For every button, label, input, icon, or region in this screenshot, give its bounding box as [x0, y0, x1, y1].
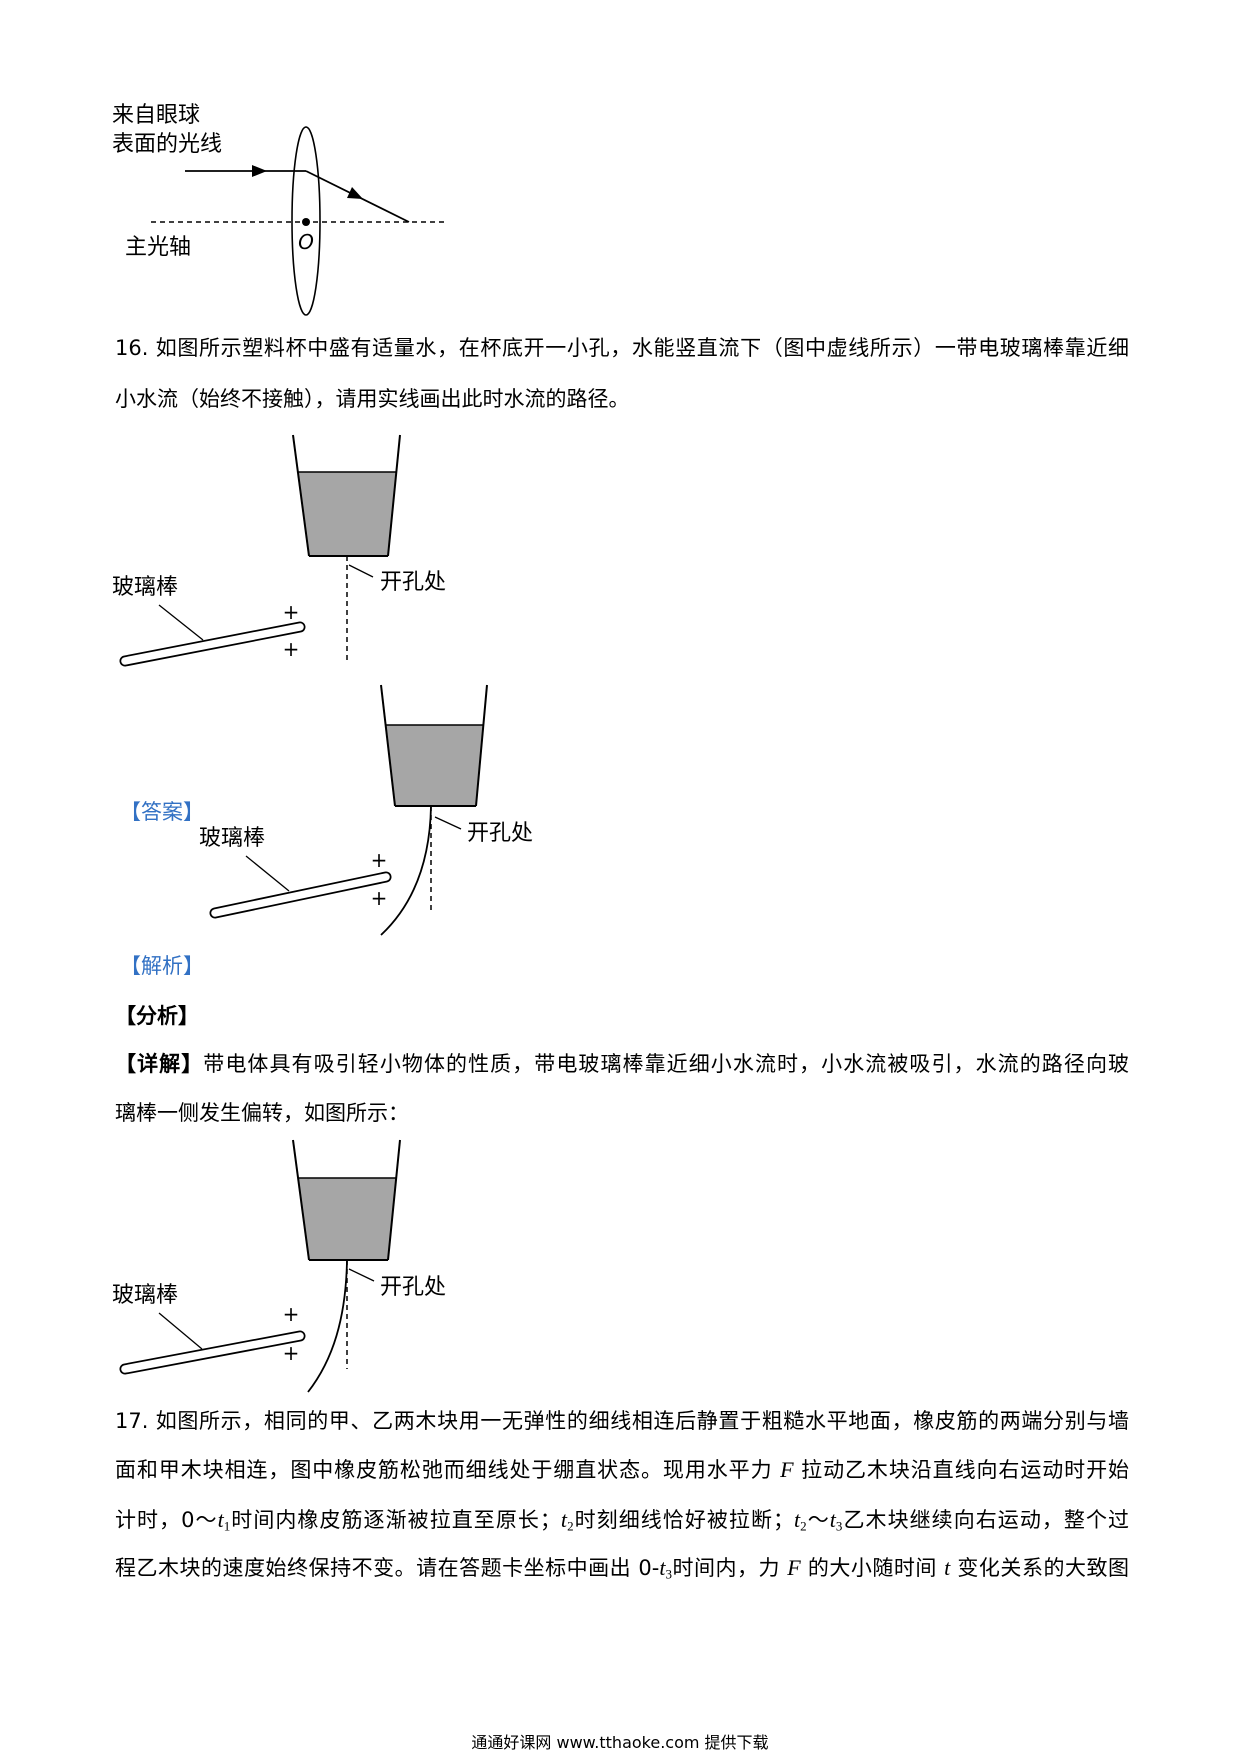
- hole-leader-line: [348, 564, 374, 578]
- variable-symbol: F: [780, 1457, 794, 1482]
- glass-rod-inner: [121, 623, 304, 665]
- subscript: 2: [567, 1518, 574, 1534]
- text-run: 变化关系的大致图: [950, 1556, 1129, 1580]
- cup-right-wall: [475, 684, 488, 807]
- glass-rod-inner: [121, 1332, 304, 1373]
- rod-leader-line: [245, 855, 290, 892]
- explanation-tag: 【解析】: [120, 954, 204, 978]
- rod-label: 玻璃棒: [112, 575, 178, 600]
- refracted-ray-arrowhead: [347, 187, 363, 199]
- lens-figure: 来自眼球 表面的光线 O 主光轴: [112, 103, 448, 316]
- principal-axis-label: 主光轴: [125, 235, 191, 260]
- text-run: ～: [806, 1508, 830, 1532]
- question-17-line-1: 17. 如图所示，相同的甲、乙两木块用一无弹性的细线相连后静置于粗糙水平地面，橡…: [115, 1408, 1129, 1434]
- text-run: 面和甲木块相连，图中橡皮筋松弛而细线处于绷直状态。现用水平力: [115, 1458, 781, 1482]
- bold-heading-tag: 【详解】: [115, 1052, 204, 1076]
- text-run: 16. 如图所示塑料杯中盛有适量水，在杯底开一小孔，水能竖直流下（图中虚线所示）…: [115, 336, 1129, 360]
- text-run: 带电体具有吸引轻小物体的性质，带电玻璃棒靠近细小水流时，小水流被吸引，水流的路径…: [203, 1052, 1130, 1076]
- cup-right-wall: [387, 1139, 401, 1261]
- water: [297, 472, 397, 556]
- optical-center-dot: [302, 218, 310, 226]
- answer-tag: 【答案】: [120, 800, 204, 824]
- question-16-line-1: 16. 如图所示塑料杯中盛有适量水，在杯底开一小孔，水能竖直流下（图中虚线所示）…: [115, 335, 1129, 361]
- text-run: 的大小随时间: [800, 1556, 945, 1580]
- text-run: 拉动乙木块沿直线向右运动时开始: [793, 1458, 1129, 1482]
- water: [385, 725, 484, 806]
- text-run: 时刻细线恰好被拉断；: [573, 1508, 795, 1532]
- variable-symbol: t: [829, 1507, 836, 1532]
- text-run: 计时，0～: [115, 1508, 218, 1532]
- hole-label: 开孔处: [380, 570, 446, 595]
- question-17-line-3: 计时，0～t1时间内橡皮筋逐渐被拉直至原长；t2时刻细线恰好被拉断；t2～t3乙…: [115, 1507, 1129, 1533]
- charge-sign-upper: +: [283, 1302, 300, 1326]
- subscript: 3: [835, 1518, 843, 1534]
- hole-leader-line: [434, 816, 462, 830]
- variable-symbol: t: [794, 1507, 801, 1532]
- optical-center-label: O: [298, 230, 314, 254]
- question-cup-figure: 开孔处 玻璃棒 + +: [112, 434, 446, 667]
- text-run: 时间内橡皮筋逐渐被拉直至原长；: [230, 1508, 561, 1532]
- question-17-line-4: 程乙木块的速度始终保持不变。请在答题卡坐标中画出 0-t3时间内，力 F 的大小…: [115, 1555, 1129, 1581]
- subscript: 3: [665, 1566, 672, 1582]
- question-16-line-2: 小水流（始终不接触），请用实线画出此时水流的路径。: [115, 386, 1129, 412]
- charge-sign-lower: +: [283, 637, 300, 661]
- rod-leader-line: [158, 1312, 203, 1350]
- question-17-line-2: 面和甲木块相连，图中橡皮筋松弛而细线处于绷直状态。现用水平力 F 拉动乙木块沿直…: [115, 1457, 1129, 1483]
- ray-label-line-2: 表面的光线: [112, 132, 222, 157]
- text-run: 璃棒一侧发生偏转，如图所示：: [115, 1101, 409, 1125]
- variable-symbol: t: [217, 1507, 224, 1532]
- text-run: 时间内，力: [671, 1556, 788, 1580]
- variable-symbol: F: [787, 1555, 801, 1580]
- cup-right-wall: [387, 434, 401, 557]
- variable-symbol: t: [944, 1555, 951, 1580]
- deflected-stream-curve: [307, 1259, 348, 1393]
- detail-line-2: 璃棒一侧发生偏转，如图所示：: [115, 1100, 1129, 1126]
- text-run: 17. 如图所示，相同的甲、乙两木块用一无弹性的细线相连后静置于粗糙水平地面，橡…: [115, 1409, 1129, 1433]
- explanation-cup-figure: 开孔处 玻璃棒 + +: [112, 1139, 446, 1393]
- cup-left-wall: [292, 434, 310, 557]
- charge-sign-upper: +: [371, 848, 388, 872]
- glass-rod-inner: [211, 873, 390, 917]
- incident-ray-arrowhead: [252, 165, 267, 177]
- variable-symbol: t: [560, 1507, 568, 1532]
- ray-label-line-1: 来自眼球: [112, 103, 200, 128]
- hole-label: 开孔处: [467, 821, 533, 846]
- page-footer: 通通好课网 www.tthaoke.com 提供下载: [471, 1733, 769, 1752]
- hole-label: 开孔处: [380, 1275, 446, 1300]
- convex-lens: [291, 126, 321, 316]
- text-run: 小水流（始终不接触），请用实线画出此时水流的路径。: [115, 387, 630, 411]
- deflected-stream-curve: [380, 805, 432, 936]
- cup-left-wall: [380, 684, 396, 807]
- rod-leader-line: [158, 604, 204, 641]
- analysis-tag: 【分析】: [115, 1004, 199, 1028]
- rod-label: 玻璃棒: [199, 826, 265, 851]
- answer-cup-figure: 开孔处 玻璃棒 + +: [199, 684, 533, 936]
- charge-sign-lower: +: [371, 886, 388, 910]
- rod-label: 玻璃棒: [112, 1283, 178, 1308]
- hole-leader-line: [348, 1268, 375, 1282]
- charge-sign-lower: +: [283, 1341, 300, 1365]
- water: [298, 1178, 396, 1260]
- variable-symbol: t: [659, 1555, 666, 1580]
- text-run: 程乙木块的速度始终保持不变。请在答题卡坐标中画出 0-: [115, 1556, 660, 1580]
- charge-sign-upper: +: [283, 600, 300, 624]
- subscript: 2: [800, 1518, 807, 1534]
- text-run: 乙木块继续向右运动，整个过: [842, 1508, 1130, 1532]
- cup-left-wall: [292, 1139, 310, 1261]
- subscript: 1: [223, 1518, 231, 1534]
- detail-line-1: 【详解】带电体具有吸引轻小物体的性质，带电玻璃棒靠近细小水流时，小水流被吸引，水…: [115, 1051, 1129, 1077]
